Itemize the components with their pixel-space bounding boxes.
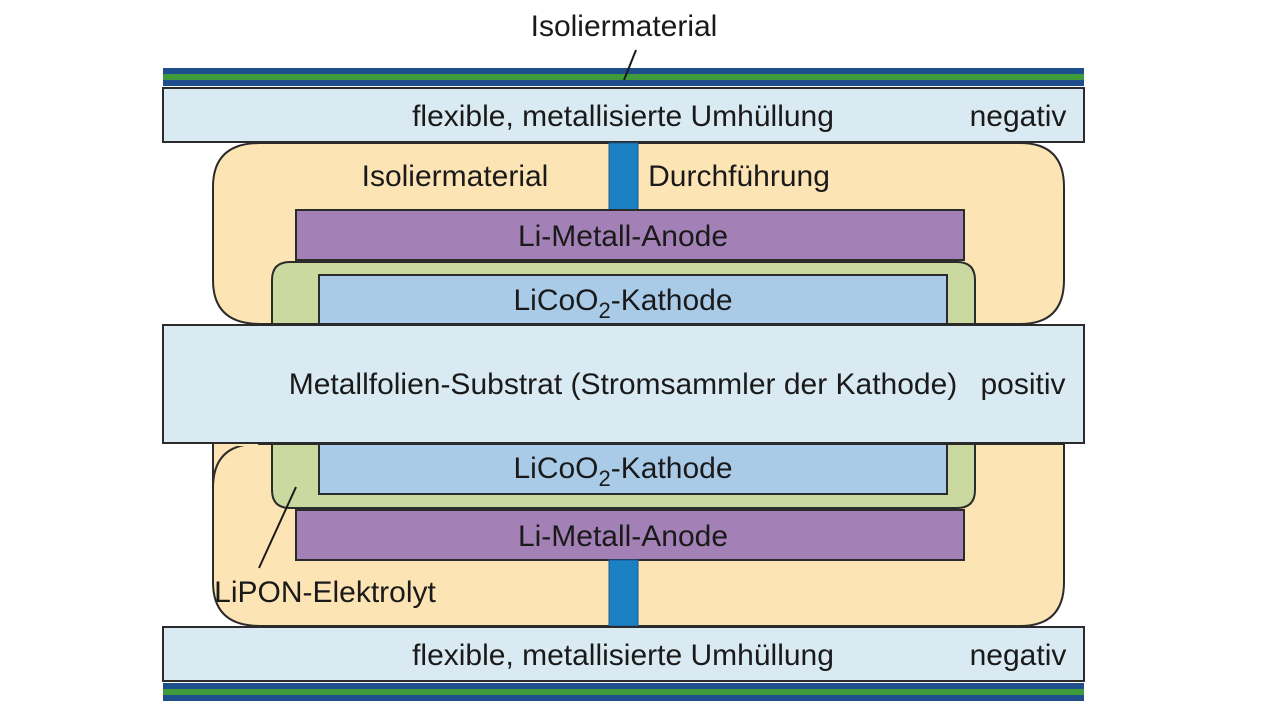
upper-cathode-label-sub: 2 <box>599 298 611 323</box>
bottom-insulation-layer <box>163 683 1084 701</box>
lower-cathode <box>318 443 948 495</box>
upper-insulation-label: Isoliermaterial <box>362 160 549 193</box>
feedthrough-label: Durchführung <box>648 160 830 193</box>
lower-cathode-label-prefix: LiCoO <box>513 452 598 485</box>
upper-anode <box>295 209 965 261</box>
lower-cathode-label: LiCoO2-Kathode <box>513 452 732 491</box>
lower-feedthrough <box>608 559 639 627</box>
metal-foil-substrate <box>162 324 1085 444</box>
top-envelope-label: flexible, metallisierte Umhüllung <box>412 100 834 133</box>
upper-cathode-label-prefix: LiCoO <box>513 284 598 317</box>
top-insulation-label: Isoliermaterial <box>531 10 718 43</box>
top-negative-label: negativ <box>970 100 1067 133</box>
lower-anode-label: Li-Metall-Anode <box>518 520 728 553</box>
bottom-negative-label: negativ <box>970 639 1067 672</box>
upper-cathode-label-suffix: -Kathode <box>611 284 733 317</box>
lower-cathode-label-suffix: -Kathode <box>611 452 733 485</box>
top-insulation-pointer <box>623 49 637 81</box>
upper-anode-label: Li-Metall-Anode <box>518 220 728 253</box>
bottom-envelope <box>162 626 1085 682</box>
upper-feedthrough <box>608 142 639 211</box>
top-insulation-layer <box>163 68 1084 86</box>
lower-anode <box>295 509 965 561</box>
positive-label: positiv <box>980 368 1065 401</box>
electrolyte-label: LiPON-Elektrolyt <box>214 576 436 609</box>
upper-cathode-label: LiCoO2-Kathode <box>513 284 732 323</box>
bottom-envelope-label: flexible, metallisierte Umhüllung <box>412 639 834 672</box>
electrolyte-pointer <box>258 486 297 569</box>
lower-cathode-label-sub: 2 <box>599 466 611 491</box>
upper-cathode <box>318 274 948 325</box>
substrate-label: Metallfolien-Substrat (Stromsammler der … <box>289 368 958 401</box>
